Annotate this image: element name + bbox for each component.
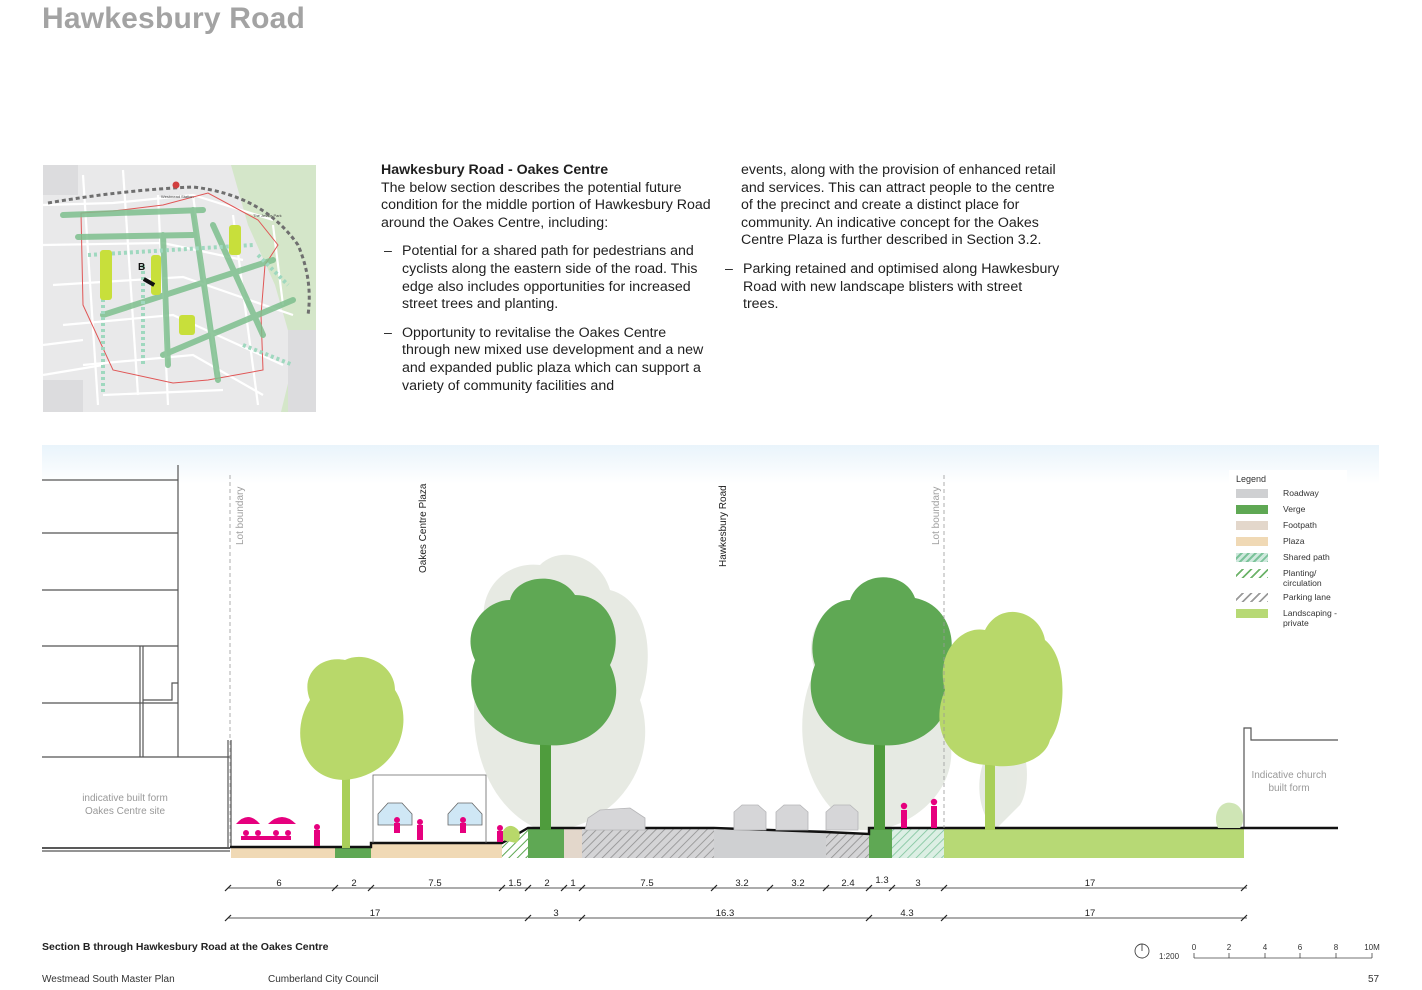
verge-surface-3: [869, 828, 892, 858]
dim1-7.5a: 7.5: [428, 878, 441, 889]
dim2-17b: 17: [1085, 908, 1096, 919]
parking-lane-east: [826, 832, 869, 858]
verge-surface-2: [528, 828, 564, 858]
verge-surface-1: [335, 847, 371, 858]
legend-item-roadway: Roadway: [1236, 487, 1348, 501]
tree-private-light: [939, 611, 1063, 830]
tree-verge-west: [470, 578, 617, 830]
dim1-1.3: 1.3: [875, 875, 888, 886]
plaza-surface-2: [371, 843, 502, 858]
scale-bar: 1:200 0 2 4 6 8 10M: [1134, 943, 1380, 961]
dim1-3.2b: 3.2: [791, 878, 804, 889]
scale-tick-6: 6: [1298, 943, 1303, 952]
lot-boundary-label-east: Lot boundary: [931, 487, 942, 545]
intro-heading: Hawkesbury Road - Oakes Centre: [381, 162, 609, 178]
dim2-17a: 17: [370, 908, 381, 919]
tree-verge-east: [810, 577, 952, 830]
footpath-surface: [564, 828, 582, 858]
legend-item-parking-lane: Parking lane: [1236, 591, 1348, 605]
parking-lane-west: [582, 828, 714, 858]
scale-tick-0: 0: [1192, 943, 1197, 952]
planting-ramp: [502, 828, 528, 858]
dim1-2b: 2: [544, 878, 549, 889]
dim1-17: 17: [1085, 878, 1096, 889]
right-building-label-2: built form: [1268, 783, 1309, 794]
dim1-3.2a: 3.2: [735, 878, 748, 889]
map-label-park: The Jessie Park: [253, 213, 282, 218]
roadway-surface: [714, 830, 826, 858]
legend-item-plaza: Plaza: [1236, 535, 1348, 549]
legend-item-shared-path: Shared path: [1236, 551, 1348, 565]
private-landscape-surface: [944, 828, 1244, 858]
oakes-plaza-label: Oakes Centre Plaza: [418, 483, 429, 573]
section-marker-label: B: [138, 262, 145, 273]
dim1-3: 3: [915, 878, 920, 889]
intro-column-2: events, along with the provision of enha…: [725, 162, 1061, 314]
footer-page-number: 57: [1368, 974, 1380, 985]
street-section-diagram: indicative built form Oakes Centre site …: [42, 445, 1379, 922]
right-building-label-1: Indicative church: [1251, 770, 1326, 781]
intro-bullet-2: –Opportunity to revitalise the Oakes Cen…: [384, 324, 704, 394]
left-building-label-2: Oakes Centre site: [85, 806, 165, 817]
scale-ratio: 1:200: [1159, 952, 1180, 961]
scale-tick-10: 10M: [1364, 943, 1380, 952]
scale-tick-2: 2: [1227, 943, 1232, 952]
dim2-16.3: 16.3: [716, 908, 735, 919]
page-title: Hawkesbury Road: [42, 2, 306, 35]
section-caption: Section B through Hawkesbury Road at the…: [42, 941, 329, 953]
intro-bullet-3: –Parking retained and optimised along Ha…: [725, 260, 1060, 313]
dim1-1: 1: [570, 878, 575, 889]
tree-plaza-light: [300, 656, 404, 848]
hawkesbury-road-label: Hawkesbury Road: [718, 485, 729, 567]
plaza-surface-1: [231, 847, 335, 858]
location-map: B Westmead Station The Jessie Park: [43, 165, 316, 412]
scale-tick-4: 4: [1263, 943, 1268, 952]
dim1-6: 6: [276, 878, 281, 889]
intro-bullet-1: –Potential for a shared path for pedestr…: [384, 243, 698, 313]
legend-item-landscaping: Landscaping - private: [1236, 607, 1348, 629]
dim1-1.5: 1.5: [508, 878, 521, 889]
dim1-7.5b: 7.5: [640, 878, 653, 889]
shared-path-surface: [892, 828, 944, 858]
dim1-2a: 2: [351, 878, 356, 889]
legend-item-footpath: Footpath: [1236, 519, 1348, 533]
legend-item-planting: Planting/ circulation: [1236, 567, 1348, 589]
dim2-3: 3: [553, 908, 558, 919]
map-label-station: Westmead Station: [161, 194, 194, 199]
legend-item-verge: Verge: [1236, 503, 1348, 517]
intro-lead: The below section describes the potentia…: [381, 179, 711, 231]
intro-column-1: Hawkesbury Road - Oakes Centre The below…: [381, 162, 711, 395]
intro-continuation: events, along with the provision of enha…: [741, 162, 1056, 249]
dim2-4.3: 4.3: [900, 908, 913, 919]
dim1-2.4: 2.4: [841, 878, 854, 889]
legend: Legend Roadway Verge Footpath Plaza Shar…: [1229, 470, 1347, 630]
scale-tick-8: 8: [1334, 943, 1339, 952]
footer-council: Cumberland City Council: [268, 974, 379, 985]
left-building-label-1: indicative built form: [82, 793, 168, 804]
footer-document: Westmead South Master Plan: [42, 974, 175, 985]
legend-title: Legend: [1236, 474, 1267, 484]
lot-boundary-label-west: Lot boundary: [235, 487, 246, 545]
